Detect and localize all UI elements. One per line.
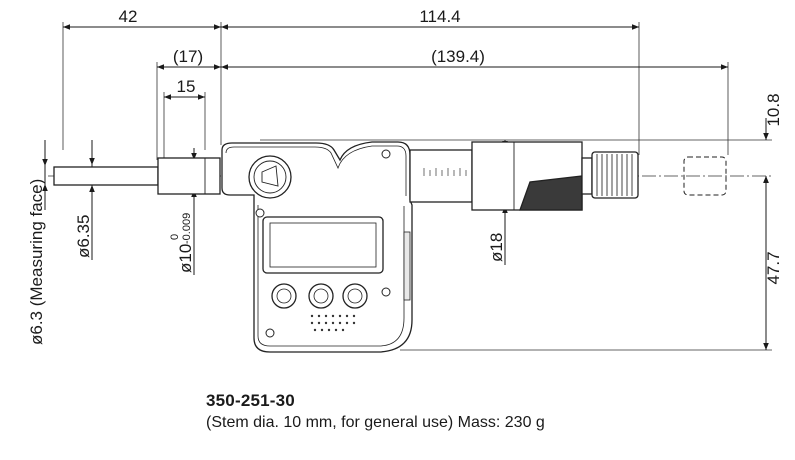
dim-dia-10-tol-lower: -0.009 [181, 213, 193, 244]
dim-dia-6-35: ø6.35 [74, 215, 93, 258]
ratchet-knurling [596, 154, 633, 196]
dim-10-8: 10.8 [764, 93, 783, 126]
spindle [53, 166, 159, 186]
dim-47-7: 47.7 [764, 251, 783, 284]
stem [157, 157, 221, 195]
sleeve [409, 149, 473, 203]
extension-lines [62, 22, 772, 351]
dim-dia-6-3: ø6.3 (Measuring face) [27, 179, 46, 345]
sleeve-graduation [423, 168, 467, 176]
dim-dia-18: ø18 [487, 233, 506, 262]
screw-icon [381, 287, 391, 297]
dim-114-4: 114.4 [419, 7, 460, 26]
dim-dia-10: ø10 [176, 244, 195, 273]
dim-dia-10-tol-upper: 0 [169, 234, 181, 240]
technical-drawing: 42 114.4 (17) (139.4) 15 10.8 47.7 ø6.3 … [27, 7, 783, 353]
product-caption: 350-251-30 (Stem dia. 10 mm, for general… [206, 391, 545, 432]
product-description: (Stem dia. 10 mm, for general use) Mass:… [206, 414, 545, 431]
dim-139-4: (139.4) [431, 47, 485, 66]
spindle-retracted [683, 156, 727, 196]
model-number: 350-251-30 [206, 391, 295, 410]
screw-icon [265, 328, 275, 338]
ratchet-knob [591, 151, 639, 199]
dim-17: (17) [173, 47, 203, 66]
speaker-holes [310, 314, 356, 332]
ratchet [581, 157, 593, 195]
screw-icon [255, 208, 265, 218]
dim-15: 15 [177, 77, 196, 96]
micrometer-head [53, 141, 727, 353]
screw-icon [381, 149, 391, 159]
dim-42: 42 [119, 7, 138, 26]
